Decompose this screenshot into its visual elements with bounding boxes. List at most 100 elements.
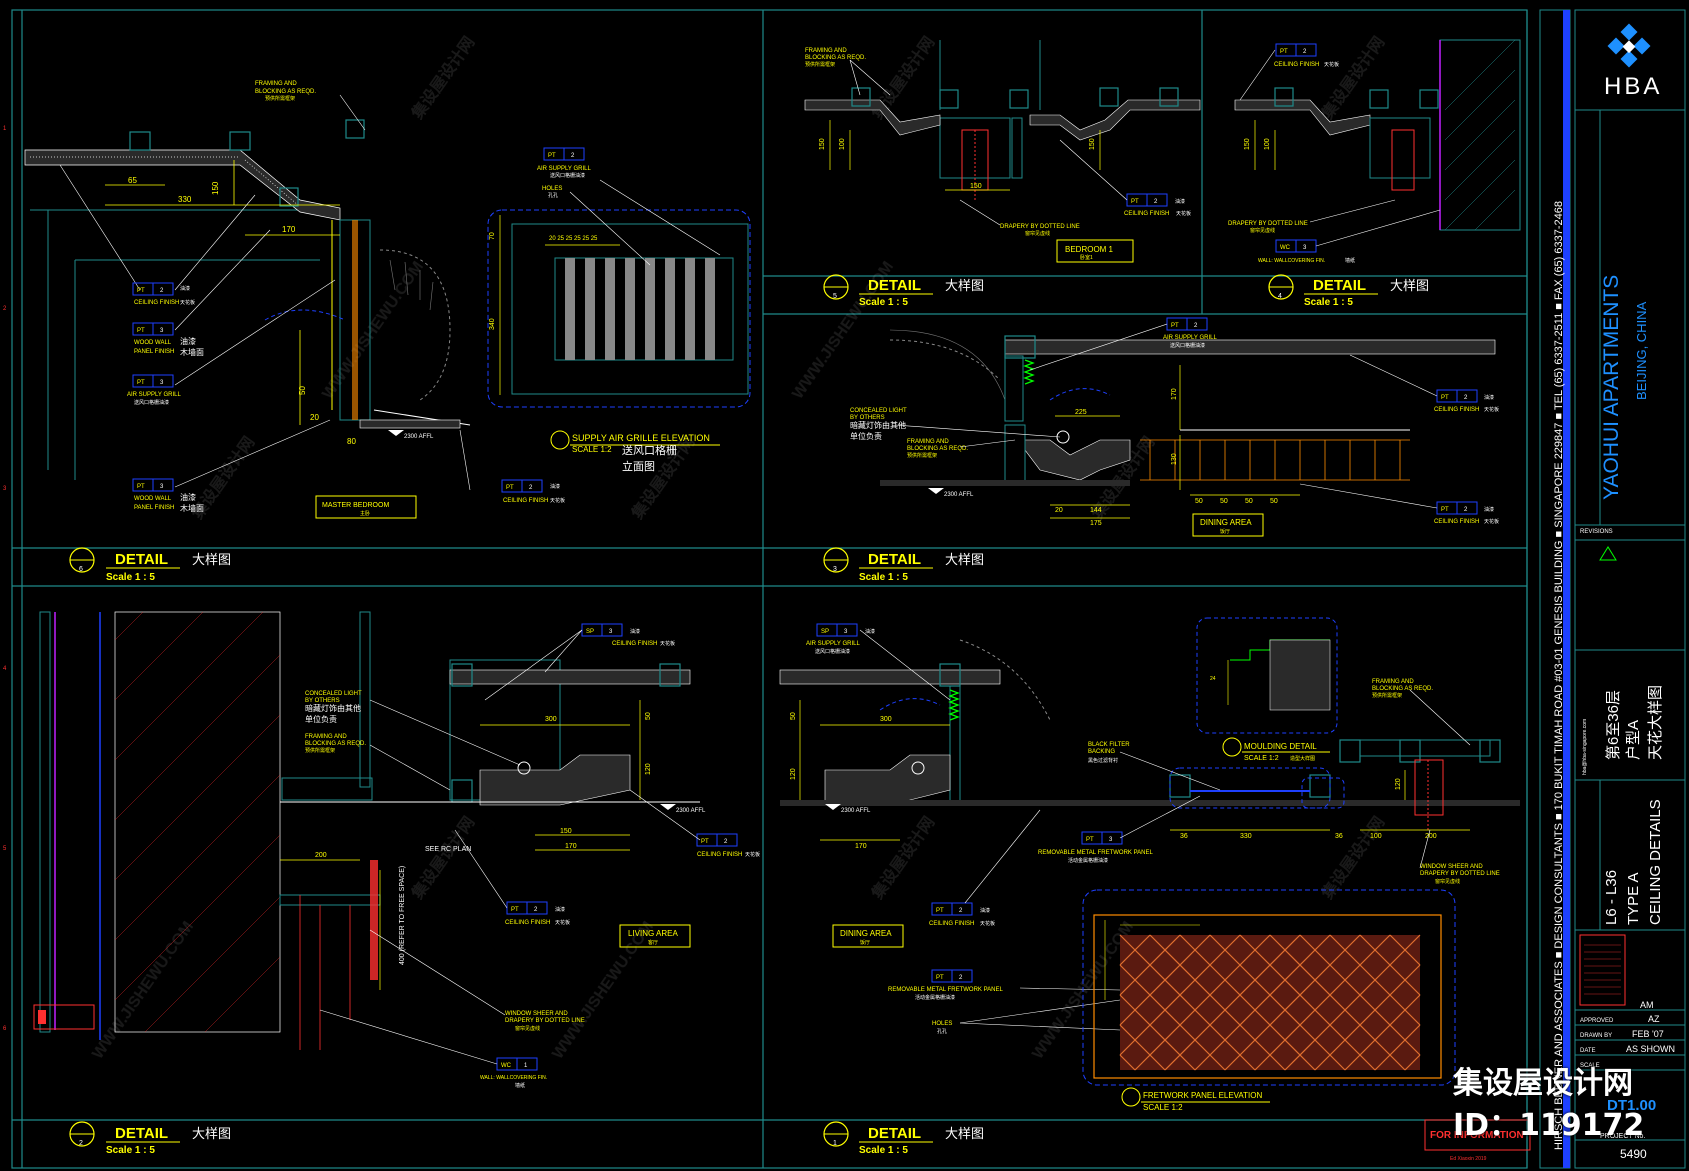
- svg-text:天花板: 天花板: [550, 497, 565, 504]
- svg-text:油漆: 油漆: [555, 906, 565, 913]
- svg-text:BY OTHERS: BY OTHERS: [305, 698, 340, 704]
- svg-text:1: 1: [524, 1063, 528, 1069]
- grille-elevation: 70 340 20 25 25 25 25 25 PT 2 AIR SUPPLY…: [487, 147, 751, 473]
- svg-text:20: 20: [310, 413, 319, 422]
- svg-text:PT: PT: [1280, 49, 1288, 55]
- svg-text:WOOD WALL: WOOD WALL: [134, 340, 172, 346]
- svg-text:DATE: DATE: [1580, 1048, 1596, 1054]
- svg-text:油漆: 油漆: [1484, 394, 1494, 401]
- svg-text:3: 3: [160, 484, 164, 490]
- svg-text:144: 144: [1090, 507, 1102, 514]
- svg-text:1: 1: [3, 126, 7, 132]
- svg-text:2: 2: [1464, 395, 1468, 401]
- svg-text:窗帘见虚线: 窗帘见虚线: [515, 1025, 540, 1032]
- svg-text:6: 6: [3, 1026, 7, 1032]
- svg-text:第6至36层: 第6至36层: [1604, 690, 1622, 760]
- svg-text:天花板: 天花板: [1176, 210, 1191, 217]
- svg-text:CEILING FINISH: CEILING FINISH: [929, 921, 974, 927]
- svg-text:2: 2: [959, 908, 963, 914]
- svg-text:3: 3: [609, 629, 613, 635]
- svg-text:大样图: 大样图: [1390, 278, 1429, 293]
- panel-title-2: 2 DETAIL 大样图 Scale 1 : 5: [69, 1121, 231, 1156]
- svg-text:100: 100: [839, 138, 846, 150]
- svg-text:50: 50: [645, 712, 652, 720]
- sheet-frame: [11, 9, 1528, 1169]
- svg-text:DINING AREA: DINING AREA: [840, 929, 892, 938]
- svg-text:BLOCKING AS REQD.: BLOCKING AS REQD.: [805, 55, 866, 61]
- svg-text:170: 170: [855, 843, 867, 850]
- svg-text:油漆: 油漆: [1175, 198, 1185, 205]
- svg-text:墙纸: 墙纸: [515, 1082, 525, 1089]
- svg-text:WC: WC: [1280, 245, 1291, 251]
- svg-text:Scale 1 : 5: Scale 1 : 5: [859, 1145, 908, 1156]
- svg-text:PT: PT: [1131, 199, 1139, 205]
- svg-text:50: 50: [1195, 498, 1203, 505]
- svg-text:预供所需框架: 预供所需框架: [265, 95, 295, 102]
- svg-text:BLOCKING AS REQD.: BLOCKING AS REQD.: [255, 89, 316, 95]
- svg-text:油漆: 油漆: [865, 628, 875, 635]
- svg-text:340: 340: [489, 318, 496, 330]
- svg-text:BLOCKING AS REQD.: BLOCKING AS REQD.: [1372, 686, 1433, 692]
- svg-text:2300 AFFL: 2300 AFFL: [841, 808, 871, 814]
- detail-6-drawing: 65 330 150 170 50 80 20 2300 AFFL MASTER…: [24, 119, 471, 519]
- detail-5-drawing: 150 100 150 150 FRAMING AND BLOCKING AS …: [804, 40, 1201, 263]
- svg-text:暗藏灯饰由其他: 暗藏灯饰由其他: [305, 703, 361, 713]
- svg-text:225: 225: [1075, 409, 1087, 416]
- svg-text:2: 2: [3, 306, 7, 312]
- border-ticks: 123 456: [3, 126, 7, 1032]
- svg-text:LIVING AREA: LIVING AREA: [628, 929, 678, 938]
- svg-text:预供所需框架: 预供所需框架: [305, 747, 335, 754]
- svg-text:大样图: 大样图: [945, 1126, 984, 1141]
- svg-text:天花板: 天花板: [1484, 406, 1499, 413]
- svg-text:65: 65: [128, 176, 137, 185]
- svg-text:DETAIL: DETAIL: [115, 1125, 168, 1142]
- svg-text:天花板: 天花板: [660, 640, 675, 647]
- svg-text:WC: WC: [501, 1063, 512, 1069]
- fretwork-elevation: FRETWORK PANEL ELEVATION SCALE 1:2: [1082, 889, 1456, 1112]
- svg-text:PT: PT: [1171, 323, 1179, 329]
- svg-text:5: 5: [3, 846, 7, 852]
- svg-text:120: 120: [1395, 778, 1402, 790]
- svg-text:窗帘见虚线: 窗帘见虚线: [1025, 230, 1050, 237]
- svg-text:MOULDING DETAIL: MOULDING DETAIL: [1244, 742, 1317, 751]
- svg-text:3: 3: [833, 566, 837, 573]
- svg-text:24: 24: [1210, 676, 1216, 682]
- svg-text:CEILING FINISH: CEILING FINISH: [697, 852, 742, 858]
- watermark-id: ID：119172: [1453, 1108, 1645, 1143]
- svg-text:50: 50: [298, 386, 307, 395]
- svg-text:170: 170: [282, 225, 296, 234]
- svg-text:20 25 25 25 25 25: 20 25 25 25 25 25: [549, 236, 598, 242]
- svg-text:PT: PT: [137, 288, 145, 294]
- svg-text:2: 2: [160, 288, 164, 294]
- svg-text:5490: 5490: [1620, 1147, 1647, 1161]
- svg-text:送风口格栅油漆: 送风口格栅油漆: [815, 648, 850, 655]
- svg-text:SCALE 1:2: SCALE 1:2: [572, 445, 612, 454]
- svg-text:150: 150: [819, 138, 826, 150]
- svg-text:CEILING FINISH: CEILING FINISH: [1434, 407, 1479, 413]
- svg-text:CONCEALED LIGHT: CONCEALED LIGHT: [850, 408, 907, 414]
- svg-text:2: 2: [959, 975, 963, 981]
- svg-text:3: 3: [160, 380, 164, 386]
- svg-text:2: 2: [1154, 199, 1158, 205]
- svg-text:FRAMING AND: FRAMING AND: [305, 734, 347, 740]
- svg-text:大样图: 大样图: [192, 552, 231, 567]
- svg-text:PT: PT: [137, 328, 145, 334]
- svg-text:2: 2: [1303, 49, 1307, 55]
- svg-text:单位负责: 单位负责: [305, 714, 337, 724]
- svg-text:PT: PT: [1086, 837, 1094, 843]
- svg-text:Scale 1 : 5: Scale 1 : 5: [106, 572, 155, 583]
- svg-text:油漆: 油漆: [550, 483, 560, 490]
- project-location: BEIJING, CHINA: [1634, 301, 1649, 400]
- svg-text:FOR INFORMATION: FOR INFORMATION: [1430, 1130, 1524, 1141]
- svg-text:CEILING FINISH: CEILING FINISH: [1124, 211, 1169, 217]
- title-block: HBA YAOHUI APARTMENTS BEIJING, CHINA HIR…: [1539, 9, 1686, 1169]
- svg-text:2: 2: [529, 485, 533, 491]
- svg-text:20: 20: [1055, 507, 1063, 514]
- svg-text:天花板: 天花板: [1324, 61, 1339, 68]
- svg-text:150: 150: [560, 828, 572, 835]
- svg-text:HOLES: HOLES: [932, 1021, 952, 1027]
- svg-text:300: 300: [880, 716, 892, 723]
- svg-text:油漆: 油漆: [180, 336, 196, 346]
- svg-text:Scale 1 : 5: Scale 1 : 5: [859, 572, 908, 583]
